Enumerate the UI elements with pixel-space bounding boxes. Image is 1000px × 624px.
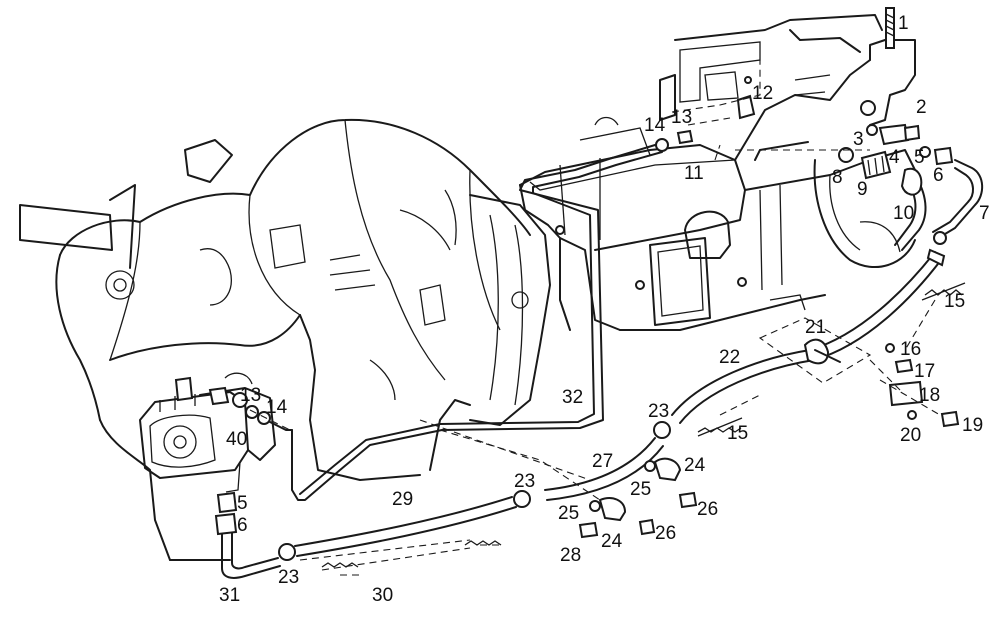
callout-31: 31	[219, 585, 240, 606]
callout-13b: 13	[240, 385, 261, 406]
pipes-and-hoses	[221, 144, 984, 579]
callout-26b: 26	[655, 523, 676, 544]
callout-32: 32	[562, 387, 583, 408]
callout-18: 18	[919, 385, 940, 406]
fittings-and-small-parts	[214, 7, 966, 568]
callout-10: 10	[893, 203, 914, 224]
callout-29: 29	[392, 489, 413, 510]
callout-25b: 25	[558, 503, 579, 524]
callout-23c: 23	[278, 567, 299, 588]
callout-26a: 26	[697, 499, 718, 520]
callout-22: 22	[719, 347, 740, 368]
callout-4: 4	[889, 147, 900, 168]
callout-23b: 23	[514, 471, 535, 492]
callout-7: 7	[979, 203, 990, 224]
callout-5a: 5	[914, 147, 925, 168]
callout-13a: 13	[671, 107, 692, 128]
callout-25a: 25	[630, 479, 651, 500]
callout-12: 12	[752, 83, 773, 104]
callout-27: 27	[592, 451, 613, 472]
transmission-housing	[519, 14, 916, 331]
callout-11: 11	[684, 163, 704, 184]
callout-14a: 14	[644, 115, 666, 136]
part-callouts: 1 2 3 4 5 6 7 8 9 10 11 12 13 14 15 16 1…	[219, 13, 990, 606]
callout-23a: 23	[648, 401, 669, 422]
callout-15a: 15	[944, 291, 965, 312]
callout-20: 20	[900, 425, 921, 446]
callout-6a: 6	[933, 165, 944, 186]
callout-2: 2	[916, 97, 927, 118]
engine-assembly	[19, 118, 551, 561]
callout-9: 9	[857, 179, 868, 200]
callout-14b: 14	[266, 397, 288, 418]
callout-1: 1	[898, 13, 909, 34]
callout-24b: 24	[601, 531, 623, 552]
callout-5b: 5	[237, 493, 248, 514]
callout-28: 28	[560, 545, 581, 566]
callout-17: 17	[914, 361, 935, 382]
callout-30: 30	[372, 585, 393, 606]
callout-16: 16	[900, 339, 921, 360]
leader-lines	[249, 60, 941, 576]
callout-6b: 6	[237, 515, 248, 536]
callout-8: 8	[832, 167, 843, 188]
callout-24a: 24	[684, 455, 706, 476]
callout-15b: 15	[727, 423, 748, 444]
callout-19: 19	[962, 415, 983, 436]
callout-21: 21	[805, 317, 826, 338]
callout-3: 3	[853, 129, 864, 150]
callout-40: 40	[226, 429, 247, 450]
